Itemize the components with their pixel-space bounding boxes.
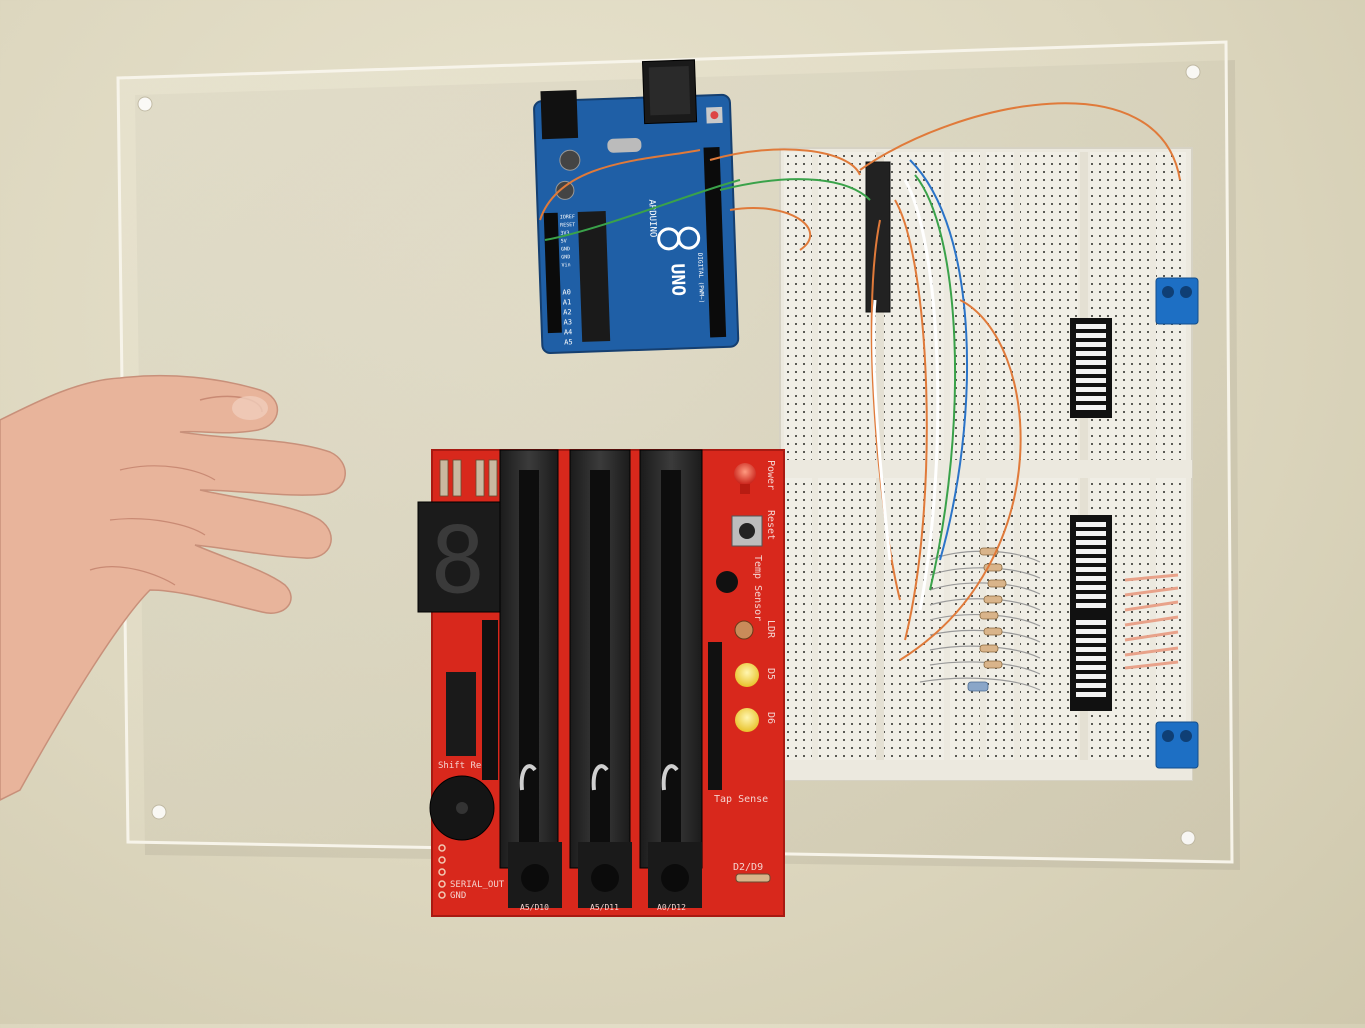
arduino-power-jack xyxy=(540,89,579,140)
slider-3-label: A0/D12 xyxy=(657,903,686,912)
pin-label-a2: A2 xyxy=(563,308,572,316)
power-label: Power xyxy=(765,460,776,490)
ldr-sensor xyxy=(734,620,754,640)
shift-register-chip xyxy=(446,672,476,756)
pin-label-a3: A3 xyxy=(563,318,572,326)
pin-label-gnd-2: GND xyxy=(561,254,570,260)
reset-label: Reset xyxy=(765,510,776,540)
gnd-label: GND xyxy=(450,891,466,901)
red-shield-board: 8 Shift Reg SERIAL_OUT GND A5/D10 xyxy=(417,449,785,917)
pin-label-ioref: IOREF xyxy=(560,214,575,221)
tap-sense-label: Tap Sense xyxy=(714,794,768,805)
slider-1: A5/D10 xyxy=(499,449,562,912)
temp-sensor xyxy=(716,571,738,593)
led-bar-graph-bottom xyxy=(1070,515,1112,711)
screw-terminal-top xyxy=(1155,277,1199,325)
pin-label-a1: A1 xyxy=(563,298,572,306)
led-bar-graph-top xyxy=(1070,318,1112,418)
pin-label-a4: A4 xyxy=(564,328,573,336)
pin-label-vin: Vin xyxy=(561,262,570,268)
standoff-holes xyxy=(137,64,1201,846)
ldr-label: LDR xyxy=(765,620,776,639)
arduino-power-pin-labels: IOREF RESET 3V3 5V GND GND Vin xyxy=(560,214,576,268)
power-led xyxy=(734,463,756,485)
jumper-wires xyxy=(539,102,1181,661)
shift-reg-label: Shift Reg xyxy=(438,761,487,771)
slider-2: A5/D11 xyxy=(569,449,632,912)
pin-label-3v3: 3V3 xyxy=(560,230,569,236)
d6-label: D6 xyxy=(765,712,776,724)
pin-label-a5: A5 xyxy=(564,338,573,346)
arduino-uno-board: ARDUINO UNO DIGITAL (PWM~) A0 A1 A2 A3 A… xyxy=(533,59,740,355)
arduino-brand-text: ARDUINO xyxy=(646,199,657,237)
seven-segment-digit: 8 xyxy=(430,507,485,614)
seven-segment-display: 8 xyxy=(417,501,503,614)
pin-label-gnd-1: GND xyxy=(561,246,570,252)
arduino-model-text: UNO xyxy=(667,263,689,296)
slider-2-label: A5/D11 xyxy=(590,903,619,912)
slider-3: A0/D12 xyxy=(639,449,703,912)
screw-terminal-bottom xyxy=(1155,721,1199,769)
pin-label-5v: 5V xyxy=(561,238,567,244)
resistor-bodies xyxy=(967,547,1007,692)
arduino-atmega-chip xyxy=(577,211,611,342)
hand xyxy=(0,374,346,801)
temp-sensor-label: Temp Sensor xyxy=(752,555,763,621)
arduino-analog-pin-labels: A0 A1 A2 A3 A4 A5 xyxy=(562,288,572,346)
d2-d9-label: D2/D9 xyxy=(733,862,763,873)
arduino-digital-header-label: DIGITAL (PWM~) xyxy=(696,253,705,304)
jumper-bundle-right xyxy=(1124,573,1179,670)
slider-1-label: A5/D10 xyxy=(520,903,549,912)
led-d6 xyxy=(735,708,759,732)
pin-label-a0: A0 xyxy=(562,288,571,296)
serial-out-label: SERIAL_OUT xyxy=(450,880,505,890)
pin-label-reset: RESET xyxy=(560,222,575,229)
led-d5 xyxy=(735,663,759,687)
d5-label: D5 xyxy=(765,668,776,680)
